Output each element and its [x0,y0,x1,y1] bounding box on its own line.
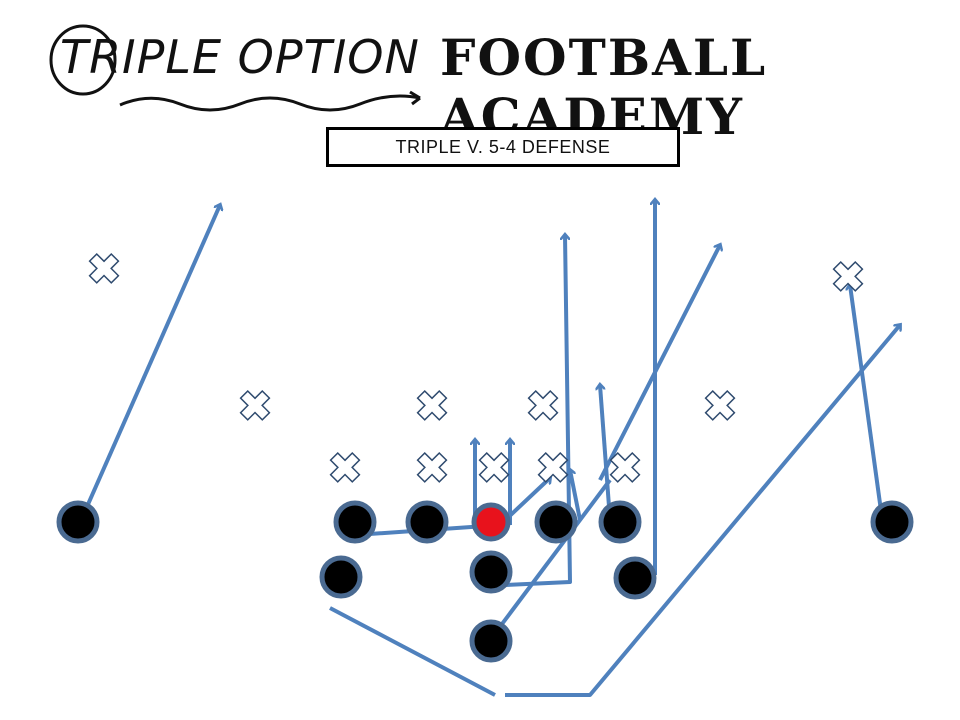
player-right-slotback [613,556,657,600]
route-fullback-dive [504,235,572,587]
defense: ✖ ✖ ✖ ✖ ✖ ✖ ✖ ✖ ✖ ✖ ✖ [86,246,867,494]
defender-left-linebacker: ✖ [415,384,449,430]
route-qb-read [488,478,612,642]
defender-right-corner: ✖ [703,384,737,430]
defender-left-end: ✖ [328,446,362,492]
play-title-box: TRIPLE V. 5-4 DEFENSE [326,127,680,167]
defender-left-safety: ✖ [87,247,121,293]
defender-nose-guard: ✖ [477,446,511,492]
route-left-back-pitch [329,606,496,697]
logo-circle-icon [49,24,117,96]
player-right-tackle [598,500,642,544]
route-right-tackle-block [570,470,582,521]
route-pitch-path [505,325,900,697]
defender-right-safety: ✖ [831,255,865,301]
route-qb-option [598,245,720,481]
defender-right-end: ✖ [608,446,642,492]
play-title: TRIPLE V. 5-4 DEFENSE [395,136,611,157]
route-right-wr-stalk [850,285,884,519]
defender-right-linebacker: ✖ [526,384,560,430]
player-fullback [469,619,513,663]
player-center [471,502,511,542]
logo-script-text: TRIPLE OPTION [60,30,420,84]
route-right-guard-release [600,385,612,521]
player-left-slotback [319,555,363,599]
defender-left-tackle: ✖ [415,446,449,492]
offense [56,500,914,663]
route-left-wr-streak [80,205,220,519]
player-left-tackle [333,500,377,544]
route-left-guard-pull [354,478,550,537]
defender-right-tackle: ✖ [536,446,570,492]
player-left-guard [405,500,449,544]
logo-underline-arrow [49,24,421,112]
player-right-wr [870,500,914,544]
defender-left-corner: ✖ [238,384,272,430]
player-right-guard [534,500,578,544]
player-left-wr [56,500,100,544]
player-quarterback [469,550,513,594]
